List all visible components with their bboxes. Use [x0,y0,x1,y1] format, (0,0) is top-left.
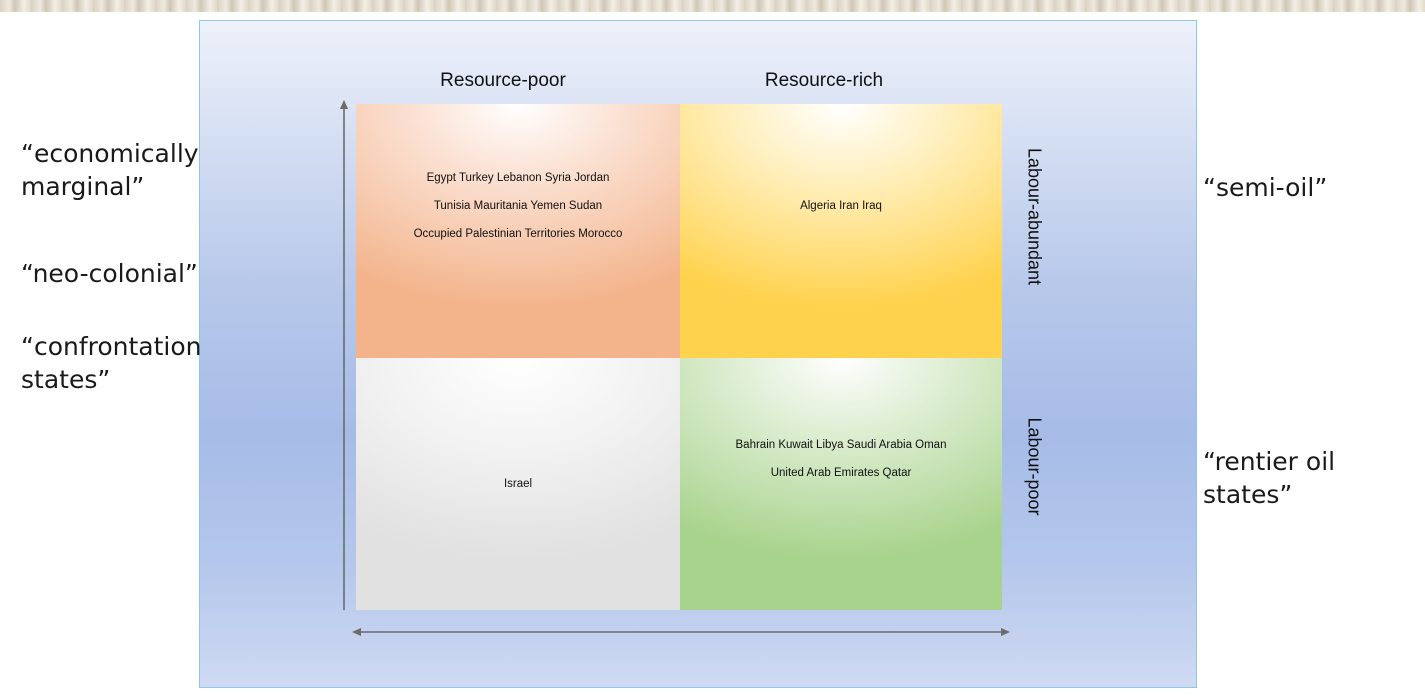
label-economically-marginal: “economically marginal” [21,139,199,201]
horizontal-axis-right-arrowhead [1001,628,1010,636]
country-list-line: Occupied Palestinian Territories Morocco [413,228,623,240]
country-list-line: Tunisia Mauritania Yemen Sudan [433,200,603,212]
column-heading-resource-rich: Resource-rich [764,70,884,91]
quadrant-resource-poor-labour-abundant: Egypt Turkey Lebanon Syria Jordan Tunisi… [356,104,680,358]
country-list-line: Israel [503,478,533,490]
label-semi-oil: “semi-oil” [1203,173,1328,202]
quadrant-resource-rich-labour-abundant: Algeria Iran Iraq [680,104,1002,358]
vertical-axis-arrowhead [340,100,348,109]
country-list-line: Bahrain Kuwait Libya Saudi Arabia Oman [735,439,947,451]
quadrant-resource-poor-labour-poor: Israel [356,358,680,610]
label-rentier-oil-states: “rentier oil states” [1203,447,1336,509]
country-list-line: Algeria Iran Iraq [800,200,882,212]
country-list-line: Egypt Turkey Lebanon Syria Jordan [426,172,610,184]
decorative-top-border [0,0,1425,12]
label-neo-colonial: “neo-colonial” [21,259,198,288]
label-confrontation-states: “confrontation states” [21,332,202,394]
quadrant-resource-rich-labour-poor: Bahrain Kuwait Libya Saudi Arabia Oman U… [680,358,1002,610]
column-heading-resource-poor: Resource-poor [440,70,566,91]
country-list-line: United Arab Emirates Qatar [770,467,912,479]
horizontal-axis-left-arrowhead [352,628,361,636]
